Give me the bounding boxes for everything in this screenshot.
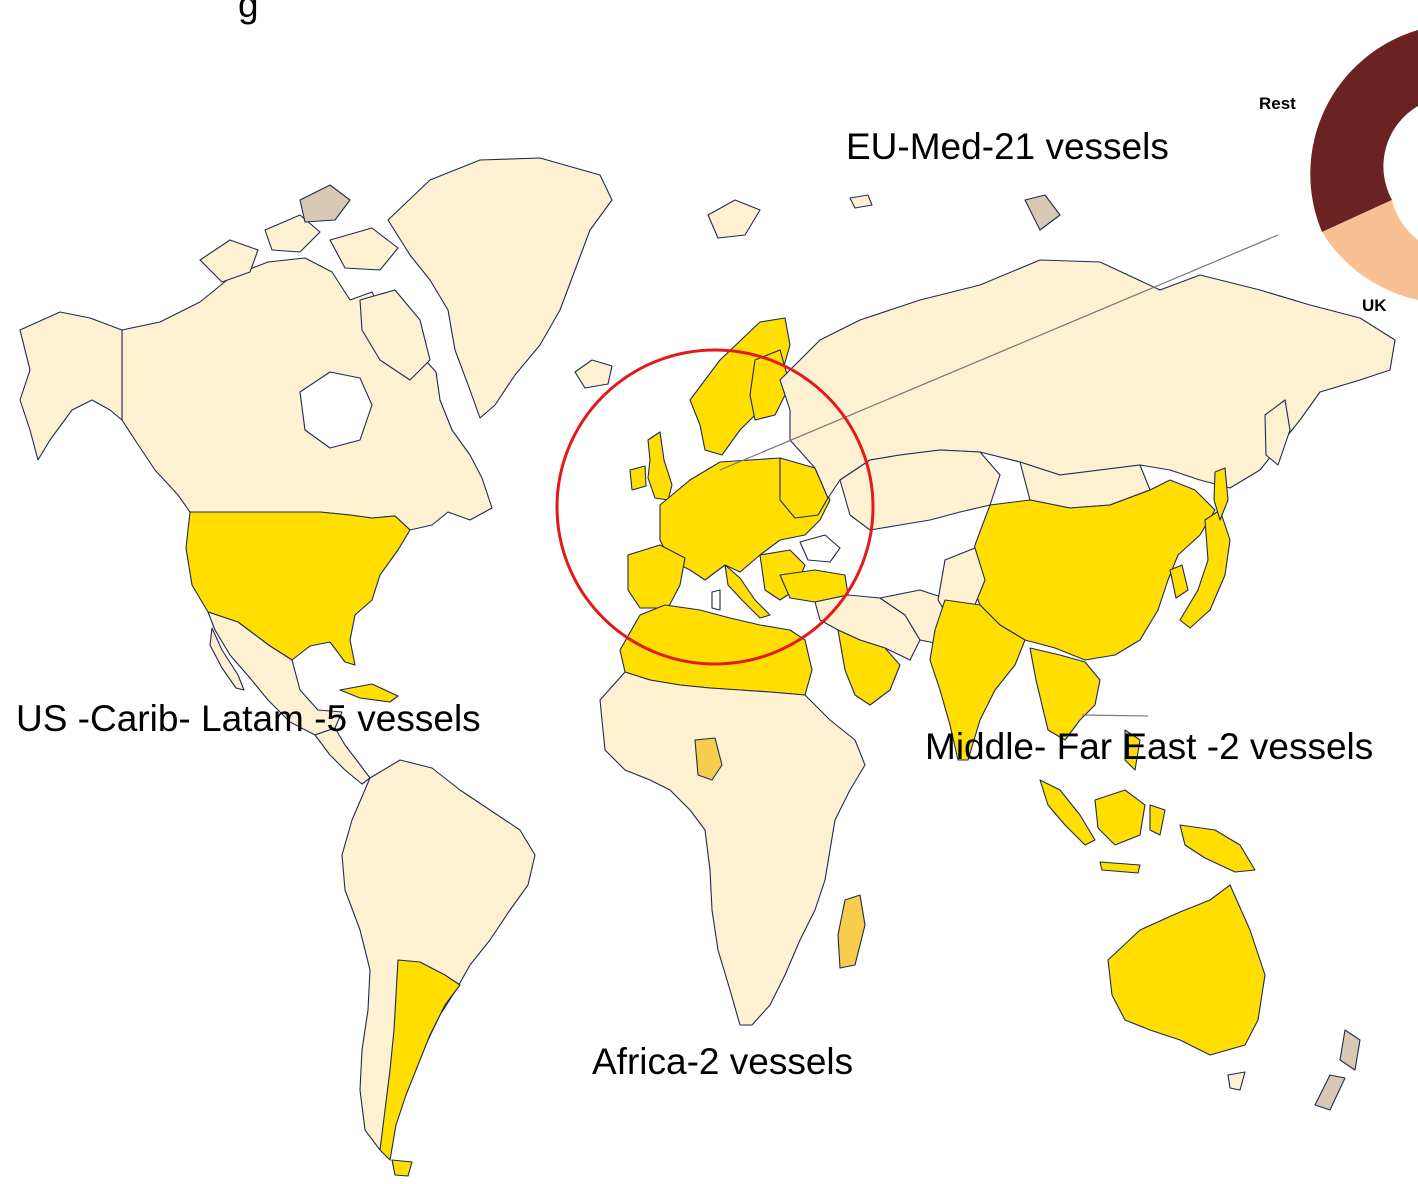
south-america	[341, 759, 536, 1151]
novaya-zemlya	[1024, 194, 1061, 231]
japan	[1179, 509, 1231, 629]
southeast-asia	[1029, 647, 1101, 741]
arctic-island-4	[329, 227, 399, 271]
iceland	[574, 359, 613, 389]
italy	[724, 564, 771, 619]
region-label-eu-med: EU-Med-21 vessels	[846, 126, 1169, 167]
nigeria	[694, 737, 723, 781]
tasmania	[1227, 1071, 1246, 1091]
svalbard	[707, 199, 761, 239]
arctic-island-3	[299, 184, 351, 223]
donut-label-uk: UK	[1362, 296, 1387, 315]
korea	[1169, 564, 1189, 599]
alaska	[19, 311, 123, 461]
usa	[185, 511, 411, 666]
arctic-island-2	[264, 214, 321, 253]
sakhalin	[1213, 467, 1229, 521]
india	[929, 599, 1026, 761]
philippines	[1124, 729, 1141, 771]
new-zealand-north	[1339, 1029, 1361, 1071]
iberia	[627, 544, 686, 609]
baffin-island	[359, 289, 431, 381]
greenland	[387, 157, 613, 419]
hudson-bay	[299, 371, 373, 449]
black-sea	[799, 534, 841, 563]
leader-line-asia	[1081, 714, 1149, 717]
tierra-del-fuego	[391, 1159, 413, 1177]
region-label-africa: Africa-2 vessels	[592, 1041, 854, 1082]
saudi-arabia	[837, 629, 901, 706]
borneo	[1094, 789, 1146, 846]
arctic-island-1	[199, 239, 259, 283]
baja-california	[209, 627, 245, 691]
donut-label-rest: Rest	[1259, 94, 1296, 113]
africa-body	[599, 671, 866, 1026]
argentina	[379, 959, 461, 1161]
donut-segment-rest	[1310, 30, 1418, 232]
sulawesi	[1149, 804, 1166, 836]
sumatra	[1039, 779, 1096, 846]
header-fragment: g	[238, 0, 259, 25]
madagascar	[837, 894, 866, 969]
leader-line-eu	[719, 234, 1279, 471]
franz-josef	[849, 194, 873, 209]
java	[1099, 861, 1141, 874]
middle-east-light	[814, 594, 921, 661]
kamchatka	[1264, 399, 1291, 466]
new-zealand-south	[1314, 1074, 1346, 1111]
region-label-us-latam: US -Carib- Latam -5 vessels	[16, 698, 481, 739]
uk	[647, 431, 673, 501]
donut-segment-uk	[1322, 200, 1418, 300]
australia	[1107, 884, 1266, 1056]
europe-highlight-circle	[555, 348, 875, 666]
region-label-middle-far-east: Middle- Far East -2 vessels	[925, 726, 1374, 767]
finland	[749, 349, 791, 421]
sardinia	[711, 589, 721, 611]
ireland	[629, 465, 647, 491]
cuba	[339, 683, 399, 703]
new-guinea	[1179, 824, 1256, 873]
